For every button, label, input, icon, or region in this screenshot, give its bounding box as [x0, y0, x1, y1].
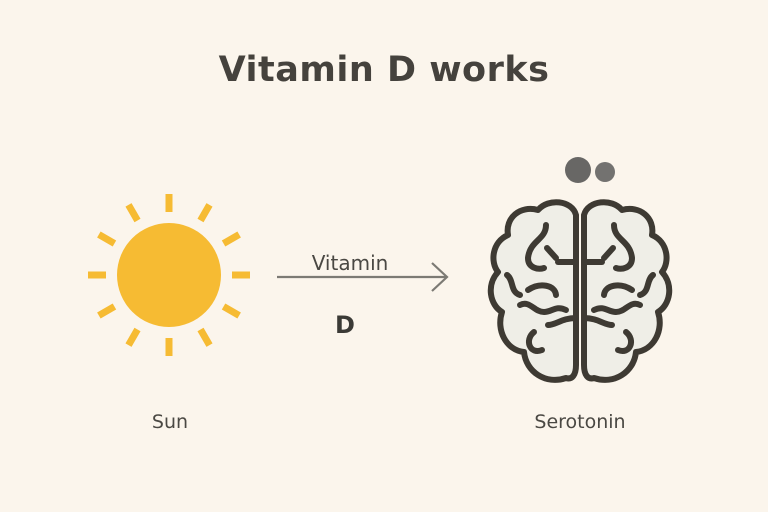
sun-icon [88, 194, 250, 356]
brain-icon [487, 199, 673, 383]
sun-ray [221, 231, 241, 247]
sun-ray [97, 231, 117, 247]
arrow-label-bottom: D [335, 311, 355, 339]
sun-ray [97, 303, 117, 319]
molecule-icon [565, 157, 615, 183]
arrow-icon [277, 262, 449, 292]
page-title: Vitamin D works [218, 50, 550, 90]
sun-ray [197, 203, 213, 223]
serotonin-label: Serotonin [534, 411, 626, 433]
sun-ray [221, 303, 241, 319]
sun-ray [125, 327, 141, 347]
arrow-label-top: Vitamin [311, 251, 389, 275]
sun-ray [197, 327, 213, 347]
sun-label: Sun [151, 411, 189, 433]
sun-ray [125, 203, 141, 223]
